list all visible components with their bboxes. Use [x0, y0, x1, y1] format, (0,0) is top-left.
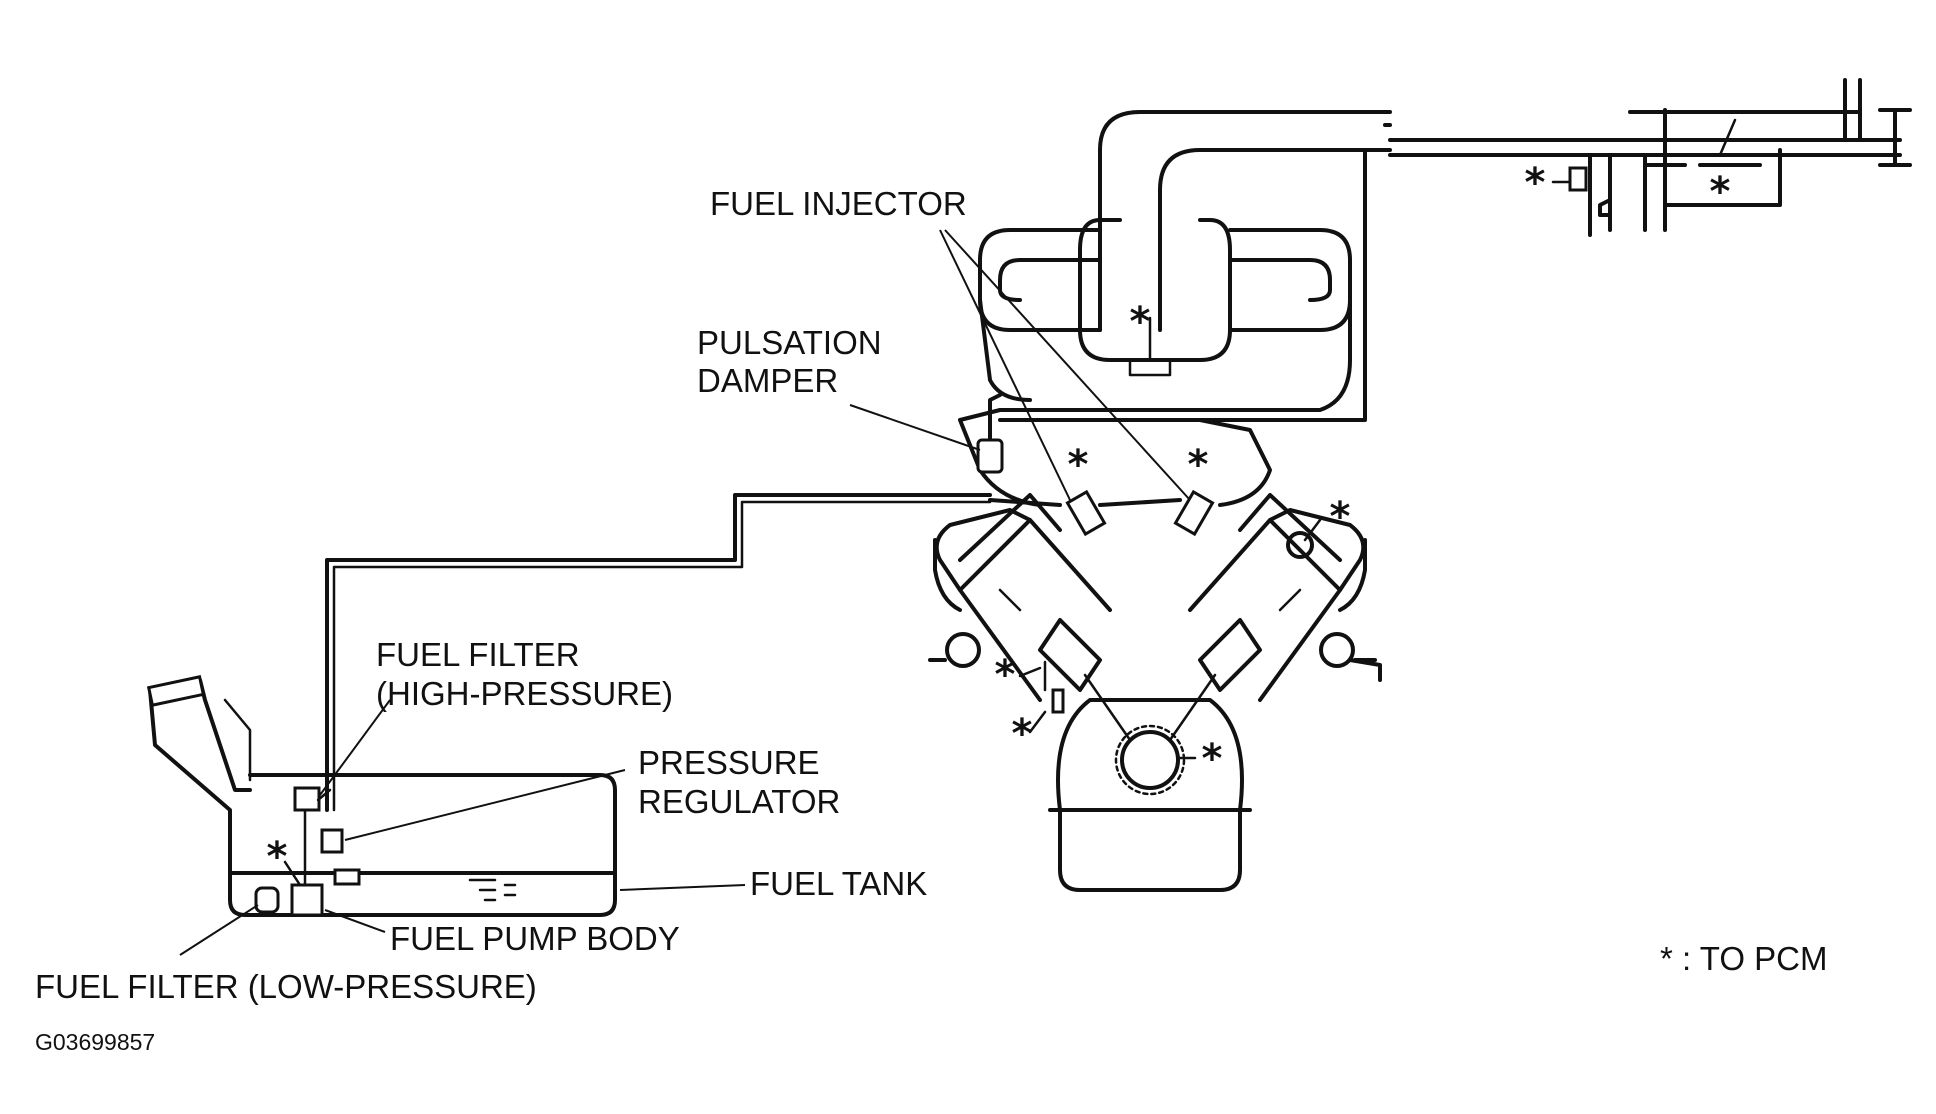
- label-fuel-filter-high-pressure-2: (HIGH-PRESSURE): [376, 675, 673, 712]
- label-fuel-tank: FUEL TANK: [750, 865, 927, 902]
- label-fuel-injector: FUEL INJECTOR: [710, 185, 967, 222]
- svg-text:*: *: [1188, 442, 1209, 488]
- label-fuel-filter-low-pressure: FUEL FILTER (LOW-PRESSURE): [35, 968, 537, 1005]
- svg-text:*: *: [1068, 442, 1089, 488]
- fuel-pump-body: [290, 883, 324, 917]
- svg-text:*: *: [1012, 711, 1033, 757]
- legend-to-pcm: * : TO PCM: [1660, 940, 1827, 977]
- svg-text:*: *: [1130, 299, 1151, 345]
- svg-text:*: *: [1525, 160, 1546, 206]
- svg-text:*: *: [1202, 736, 1223, 782]
- pressure-regulator: [320, 828, 344, 854]
- figure-code: G03699857: [35, 1029, 155, 1055]
- label-pressure-regulator: PRESSURE: [638, 744, 820, 781]
- fuel-tank: [146, 675, 617, 917]
- leader-lines: [179, 229, 1191, 956]
- label-pressure-regulator-2: REGULATOR: [638, 783, 840, 820]
- label-fuel-filter-high-pressure: FUEL FILTER: [376, 636, 580, 673]
- svg-text:*: *: [267, 834, 288, 880]
- engine: [928, 489, 1382, 892]
- pulsation-damper: [976, 438, 1004, 474]
- intake-manifold: [958, 78, 1912, 507]
- fuel-filter-low-pressure: [254, 886, 280, 914]
- fuel-filter-high-pressure: [293, 786, 321, 812]
- svg-text:*: *: [1330, 494, 1351, 540]
- svg-text:*: *: [1710, 169, 1731, 215]
- label-fuel-pump-body: FUEL PUMP BODY: [390, 920, 680, 957]
- svg-text:*: *: [995, 652, 1016, 698]
- pcm-markers: * * * * * * * * * *: [267, 160, 1731, 887]
- label-pulsation-damper-2: DAMPER: [697, 362, 838, 399]
- labels: FUEL INJECTOR PULSATION DAMPER FUEL FILT…: [35, 185, 1827, 1055]
- label-pulsation-damper: PULSATION: [697, 324, 882, 361]
